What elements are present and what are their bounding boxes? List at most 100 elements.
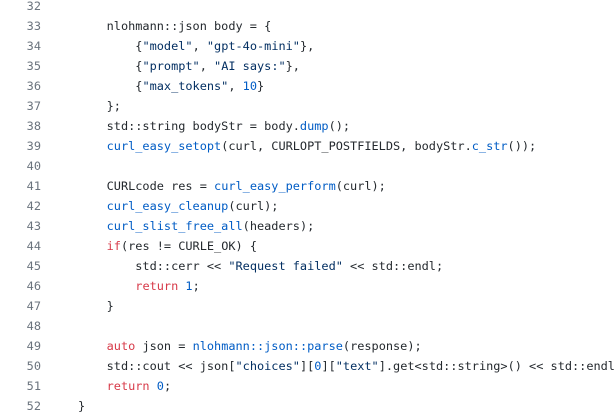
line-number: 46 (26, 279, 41, 293)
code-text: {"prompt", "AI says:"}, (78, 56, 300, 76)
line-number: 40 (26, 159, 41, 173)
code-token-str: "max_tokens" (142, 79, 229, 93)
code-token-plain (78, 199, 107, 213)
code-token-fn: nlohmann::json::parse (192, 339, 343, 353)
line-number: 50 (26, 359, 41, 373)
line-number: 48 (26, 319, 41, 333)
code-token-plain: json = (135, 339, 193, 353)
code-token-plain: }, (299, 39, 315, 53)
line-number: 47 (26, 299, 41, 313)
line-number: 33 (26, 19, 41, 33)
code-token-str: "Request failed" (228, 259, 343, 273)
code-token-plain: } (257, 79, 265, 93)
code-token-plain: ()); (507, 139, 537, 153)
code-token-str: "model" (142, 39, 193, 53)
code-token-plain: , (228, 79, 243, 93)
code-token-plain: (curl); (335, 179, 386, 193)
code-line: 48 (0, 316, 615, 336)
line-number: 38 (26, 119, 41, 133)
code-token-plain: (response); (342, 339, 422, 353)
line-number: 39 (26, 139, 41, 153)
code-token-kw: return (106, 379, 150, 393)
line-number: 37 (26, 99, 41, 113)
code-token-plain (78, 279, 135, 293)
code-token-plain: ; (192, 279, 200, 293)
code-line: 34 {"model", "gpt-4o-mini"}, (0, 36, 615, 56)
code-token-kw: return (135, 279, 179, 293)
code-token-fn: c_str (471, 139, 508, 153)
code-token-fn: dump (299, 119, 329, 133)
code-token-plain: std::cerr << (78, 259, 229, 273)
code-token-plain: ; (163, 379, 172, 393)
code-token-plain: (res != CURLE_OK) { (120, 239, 257, 253)
code-token-plain: { (78, 39, 143, 53)
code-token-plain: (curl, CURLOPT_POSTFIELDS, bodyStr. (221, 139, 472, 153)
code-token-kw: auto (106, 339, 136, 353)
code-line: 44 if(res != CURLE_OK) { (0, 236, 615, 256)
code-line: 47 } (0, 296, 615, 316)
line-number: 32 (26, 0, 41, 13)
code-token-num: 0 (314, 359, 322, 373)
code-token-num: 1 (185, 279, 193, 293)
code-token-fn: curl_easy_perform (214, 179, 336, 193)
code-token-plain: std::string bodyStr = body. (78, 119, 300, 133)
code-token-plain: }; (78, 99, 121, 113)
code-text: curl_easy_cleanup(curl); (78, 196, 279, 216)
code-line: 33 nlohmann::json body = { (0, 16, 615, 36)
line-number: 36 (26, 79, 41, 93)
code-line: 32 (0, 0, 615, 16)
code-text: }; (78, 96, 121, 116)
code-token-plain (78, 139, 107, 153)
code-token-plain: << std::endl; (342, 259, 444, 273)
code-token-str: "choices" (235, 359, 300, 373)
code-text: std::cerr << "Request failed" << std::en… (78, 256, 443, 276)
code-text: {"max_tokens", 10} (78, 76, 264, 96)
line-number: 43 (26, 219, 41, 233)
code-token-fn: curl_slist_free_all (106, 219, 243, 233)
line-number: 52 (26, 399, 41, 413)
code-line: 39 curl_easy_setopt(curl, CURLOPT_POSTFI… (0, 136, 615, 156)
code-text: {"model", "gpt-4o-mini"}, (78, 36, 314, 56)
code-line: 46 return 1; (0, 276, 615, 296)
code-text: std::string bodyStr = body.dump(); (78, 116, 350, 136)
code-token-fn: curl_easy_setopt (106, 139, 222, 153)
code-token-fn: curl_easy_cleanup (106, 199, 229, 213)
code-line: 40 (0, 156, 615, 176)
code-line: 38 std::string bodyStr = body.dump(); (0, 116, 615, 136)
code-text: } (78, 296, 114, 316)
code-text: auto json = nlohmann::json::parse(respon… (78, 336, 422, 356)
line-number: 44 (26, 239, 41, 253)
line-number: 34 (26, 39, 41, 53)
code-line: 49 auto json = nlohmann::json::parse(res… (0, 336, 615, 356)
code-token-str: "prompt" (142, 59, 200, 73)
code-token-plain (78, 219, 107, 233)
code-token-plain: { (78, 79, 143, 93)
line-number: 42 (26, 199, 41, 213)
code-token-plain: ][ (299, 359, 315, 373)
code-token-plain: }, (285, 59, 300, 73)
code-token-plain: CURLcode res = (78, 179, 215, 193)
code-token-plain: } (78, 399, 86, 413)
code-token-plain (78, 379, 107, 393)
code-token-plain (78, 239, 107, 253)
code-token-num: 0 (156, 379, 164, 393)
code-line: 52} (0, 396, 615, 416)
code-token-num: 10 (242, 79, 257, 93)
code-line: 50 std::cout << json["choices"][0]["text… (0, 356, 615, 376)
code-token-str: "AI says:" (214, 59, 286, 73)
code-token-kw: if (106, 239, 121, 253)
code-token-str: "gpt-4o-mini" (206, 39, 300, 53)
code-text: curl_easy_setopt(curl, CURLOPT_POSTFIELD… (78, 136, 537, 156)
code-token-plain: std::cout << json[ (78, 359, 236, 373)
code-line: 37 }; (0, 96, 615, 116)
line-number: 45 (26, 259, 41, 273)
line-number: 41 (26, 179, 41, 193)
code-line: 42 curl_easy_cleanup(curl); (0, 196, 615, 216)
code-token-plain: , (192, 39, 207, 53)
code-token-plain: { (78, 59, 143, 73)
code-token-plain (150, 379, 157, 393)
code-text: nlohmann::json body = { (78, 16, 272, 36)
code-line: 43 curl_slist_free_all(headers); (0, 216, 615, 236)
code-text: curl_slist_free_all(headers); (78, 216, 315, 236)
